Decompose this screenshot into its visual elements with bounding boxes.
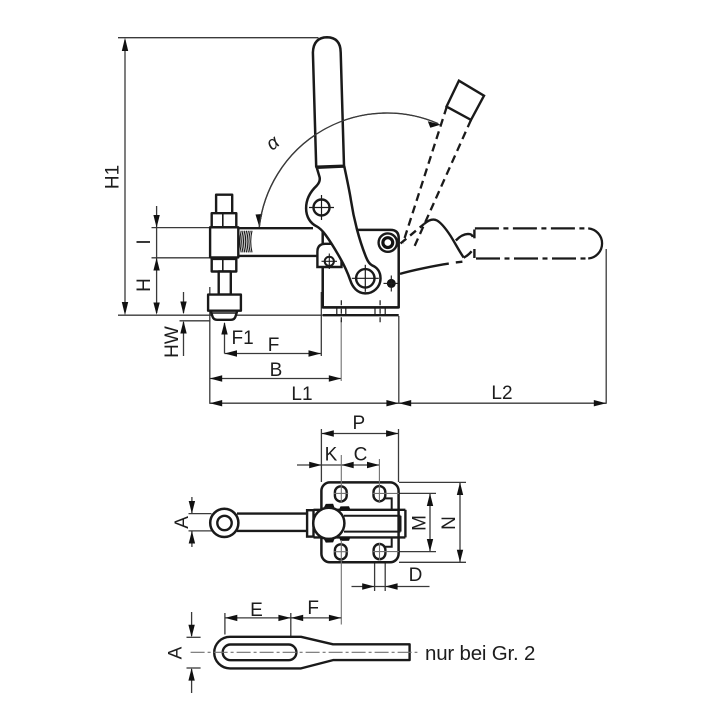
- svg-text:E: E: [250, 600, 263, 621]
- svg-text:F: F: [307, 598, 319, 619]
- svg-text:L2: L2: [491, 383, 512, 404]
- svg-text:C: C: [354, 445, 368, 466]
- svg-text:F: F: [268, 335, 280, 356]
- svg-text:nur bei Gr. 2: nur bei Gr. 2: [425, 642, 535, 665]
- svg-text:P: P: [352, 413, 365, 434]
- svg-text:A: A: [166, 646, 187, 659]
- svg-text:A: A: [172, 516, 193, 529]
- svg-text:L1: L1: [291, 384, 312, 405]
- svg-text:K: K: [325, 445, 338, 466]
- svg-text:H1: H1: [103, 165, 124, 189]
- svg-text:F1: F1: [232, 328, 254, 349]
- svg-text:HW: HW: [162, 326, 183, 358]
- svg-text:I: I: [134, 239, 155, 244]
- svg-text:H: H: [134, 278, 155, 292]
- svg-text:M: M: [409, 515, 430, 531]
- svg-text:D: D: [409, 565, 423, 586]
- svg-text:N: N: [439, 516, 460, 530]
- svg-text:B: B: [270, 360, 283, 381]
- svg-text:α: α: [262, 131, 284, 155]
